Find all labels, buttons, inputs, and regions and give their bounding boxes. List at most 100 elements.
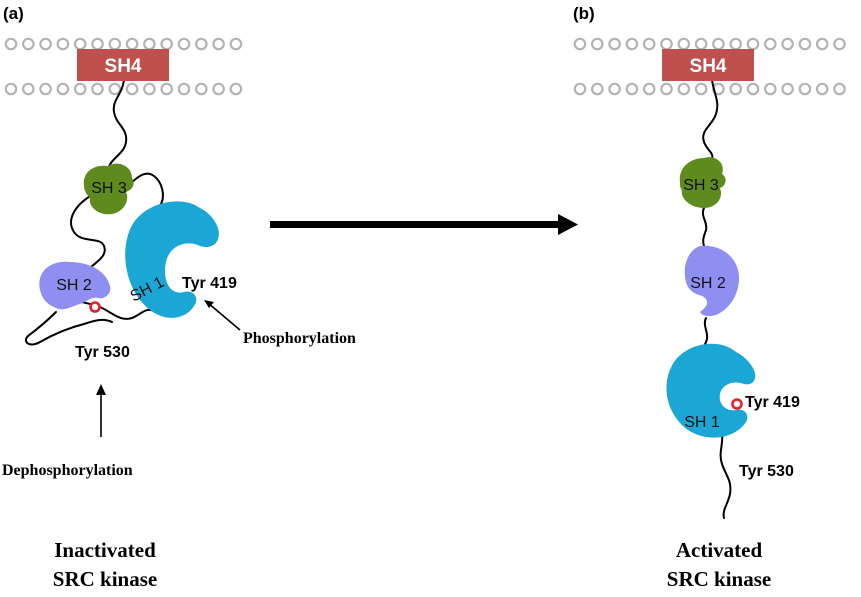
sh4-rect-b [662,49,754,81]
tyr530-label-b: Tyr 530 [739,463,794,480]
linker-sh4-sh3-a [107,79,128,171]
lipid-head [608,37,621,51]
lipid-head [73,82,87,96]
lipid-head [177,82,191,96]
lipid-head [642,82,656,96]
sh1-shape-a [125,201,219,318]
linker-sh3-loop-a [70,194,106,269]
sh2-label-a: SH 2 [56,277,92,294]
lipid-head [625,37,639,51]
lipid-head [91,82,104,96]
lipid-head [763,37,777,51]
sh2-label-b: SH 2 [690,275,726,292]
lipid-head [815,82,829,96]
sh4-label-a: SH4 [105,56,142,77]
lipid-head [660,37,673,51]
phospho-site-tyr419-b [731,398,743,410]
linker-ctail-b [719,429,732,519]
lipid-head [177,37,191,51]
lipid-head [729,82,742,96]
linkers-a [24,79,164,346]
lipid-head [781,37,794,51]
sh4-box-b: SH4 [662,49,754,81]
lipid-head [143,37,156,51]
lipid-head [677,82,691,96]
lipid-head [125,82,139,96]
sh3-label-b: SH 3 [683,177,719,194]
lipid-head [229,82,243,96]
tyr530-label-a: Tyr 530 [75,344,130,361]
lipid-head [21,37,35,51]
panel-a: (a) SH4 SH 3 SH 2 SH 1 [2,4,356,591]
sh2-domain-b: SH 2 [684,245,740,317]
sh3-domain-b: SH 3 [679,157,726,208]
lipid-head [21,82,35,96]
dephosphorylation-label: Dephosphorylation [2,462,133,479]
transition-arrow [270,214,578,235]
lipid-head [143,82,156,96]
sh3-shape-b [679,157,726,208]
caption-a-line2: SRC kinase [53,567,157,591]
panel-b-label: (b) [573,4,595,23]
lipid-head [212,37,225,51]
lipid-head [694,82,708,96]
sh4-box-a: SH4 [77,49,169,81]
lipid-head [39,82,52,96]
lipid-head [763,82,777,96]
membrane-a [4,37,243,96]
sh3-label-a: SH 3 [91,180,127,197]
phosphorylation-arrow [204,300,241,331]
lipid-head [73,37,87,51]
lipid-head [4,37,18,51]
sh2-shape-b [684,245,740,317]
linker-sh4-sh3-b [702,79,719,161]
lipid-head [712,37,725,51]
lipid-head [160,37,173,51]
sh3-domain-a: SH 3 [83,163,134,215]
lipid-head [160,82,173,96]
sh3-shape-a [83,163,134,215]
lipid-head [625,82,639,96]
lipid-head [746,37,760,51]
lipid-head [56,37,70,51]
lipid-head [642,37,656,51]
lipid-head [590,82,604,96]
lipid-head [125,37,139,51]
caption-a-line1: Inactivated [54,538,156,562]
lipid-head [833,82,846,96]
lipid-head [56,82,70,96]
lipid-head [815,37,829,51]
lipid-head [229,37,243,51]
lipid-head [91,37,104,51]
sh1-shape-b [666,343,756,438]
phosphorylation-label: Phosphorylation [243,330,356,347]
lipid-head [108,82,122,96]
lipid-head [798,37,812,51]
sh1-label-b: SH 1 [684,414,720,431]
lipid-head [195,37,208,51]
lipid-head [195,82,208,96]
dephosphorylation-arrow [96,384,106,437]
linker-ctail-a [24,311,113,346]
lipid-head [212,82,225,96]
lipid-head [4,82,18,96]
lipid-head [781,82,794,96]
sh2-domain-a: SH 2 [39,261,111,310]
sh1-domain-b: SH 1 [666,343,756,438]
tyr419-label-a: Tyr 419 [182,275,237,292]
lipid-head [573,37,587,51]
caption-b-line2: SRC kinase [667,567,771,591]
lipid-head [108,37,122,51]
sh4-label-b: SH4 [690,56,727,77]
lipid-head [573,82,587,96]
caption-b-line1: Activated [676,538,763,562]
lipid-head [833,37,846,51]
linker-sh3-sh1-a [127,172,164,207]
lipid-head [608,82,621,96]
lipid-head [590,37,604,51]
linker-sh3-sh2-b [701,207,708,247]
lipid-head [694,37,708,51]
tyr419-label-b: Tyr 419 [745,394,800,411]
